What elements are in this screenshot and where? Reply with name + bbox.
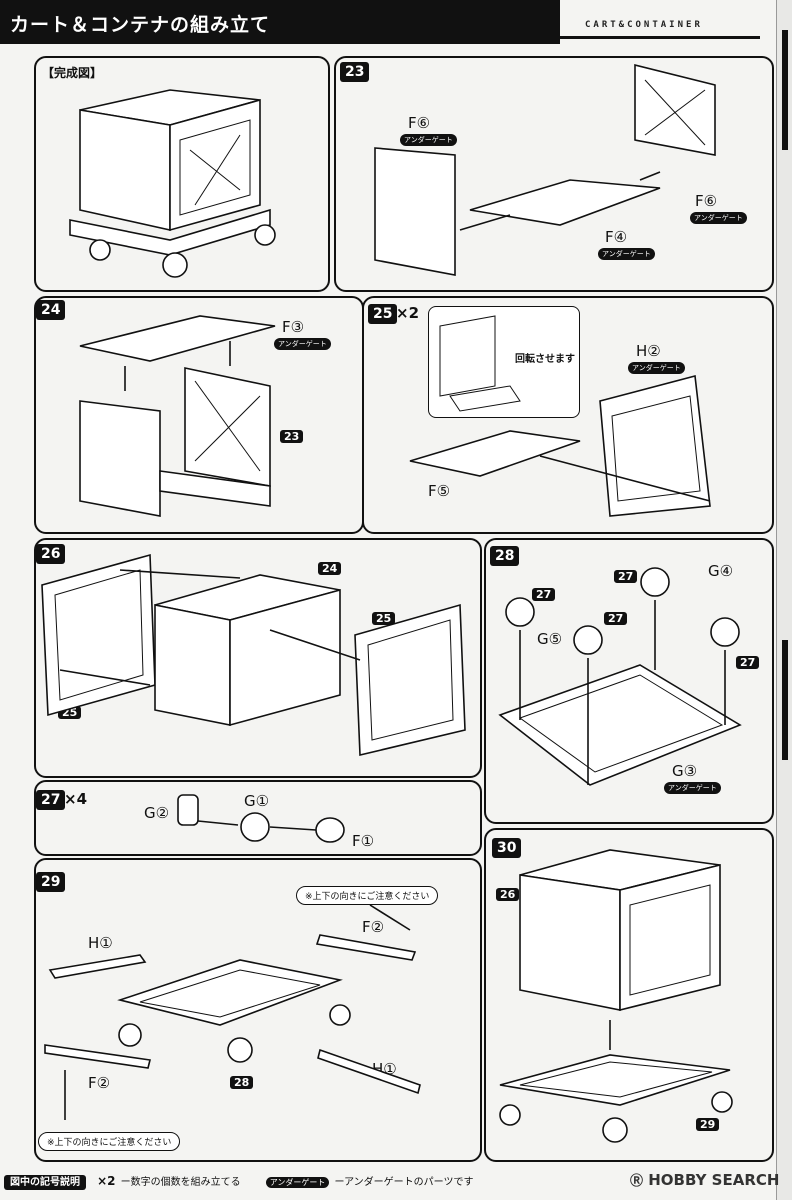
orientation-note: ※上下の向きにご注意ください	[38, 1132, 181, 1151]
edge-tab	[782, 640, 788, 760]
part-label: G①	[244, 792, 270, 810]
part-label: G②	[144, 804, 170, 822]
legend-undergate-badge: アンダーゲート	[265, 1177, 330, 1188]
step-23-illustration	[374, 63, 716, 276]
step-number: 28	[490, 546, 520, 566]
reference-number: 29	[696, 1118, 720, 1131]
page-title: カート＆コンテナの組み立て	[10, 14, 271, 36]
edge-tab	[782, 30, 788, 150]
part-label: F①	[352, 832, 375, 850]
header-bar	[0, 0, 560, 44]
reference-number: 27	[736, 656, 760, 669]
step-number: 26	[36, 544, 66, 564]
step-number: 27	[36, 790, 66, 810]
step-30-illustration	[499, 849, 733, 1143]
header-rule	[560, 36, 760, 39]
part-label: F②	[362, 918, 385, 936]
step-number: 23	[340, 62, 370, 82]
undergate-badge: アンダーゲート	[274, 338, 331, 350]
undergate-badge: アンダーゲート	[690, 212, 747, 224]
orientation-note: ※上下の向きにご注意ください	[296, 886, 439, 905]
reference-number: 26	[496, 888, 520, 901]
step-number: 25	[368, 304, 398, 324]
step-26-illustration	[41, 553, 466, 757]
undergate-badge: アンダーゲート	[628, 362, 685, 374]
part-label: F④	[605, 228, 628, 246]
step-29-illustration	[44, 904, 421, 1120]
multiplier: ×4	[64, 790, 88, 808]
reference-number: 23	[280, 430, 304, 443]
step-25-illustration	[409, 315, 711, 517]
legend-multiplier-text: ー数字の個数を組み立てる	[120, 1177, 241, 1188]
reference-number: 25	[372, 612, 396, 625]
part-label: F③	[282, 318, 305, 336]
part-label: F②	[88, 1074, 111, 1092]
footer-legend: 図中の記号説明 ×2 ー数字の個数を組み立てる アンダーゲート ーアンダーゲート…	[4, 1170, 774, 1192]
part-label: G⑤	[537, 630, 563, 648]
undergate-badge: アンダーゲート	[664, 782, 721, 794]
rotate-text: 回転させます	[515, 354, 575, 365]
part-label: F⑥	[408, 114, 431, 132]
legend-label: 図中の記号説明	[4, 1175, 86, 1190]
step-28-illustration	[498, 567, 742, 786]
step-24-illustration	[79, 315, 276, 517]
reference-number: 27	[614, 570, 638, 583]
part-label: F⑤	[428, 482, 451, 500]
reference-number: 27	[604, 612, 628, 625]
legend-multiplier: ×2	[97, 1174, 116, 1188]
step-27-illustration	[177, 794, 345, 843]
complete-label: 【完成図】	[42, 66, 103, 80]
part-label: H②	[636, 342, 661, 360]
undergate-badge: アンダーゲート	[400, 134, 457, 146]
step-number: 24	[36, 300, 66, 320]
reference-number: 27	[532, 588, 556, 601]
step-number: 30	[492, 838, 522, 858]
multiplier: ×2	[396, 304, 420, 322]
complete-illustration	[69, 89, 276, 278]
rotate-detail-box	[428, 306, 580, 418]
reference-number: 24	[318, 562, 342, 575]
page-subtitle: CART&CONTAINER	[585, 20, 703, 30]
part-label: H①	[88, 934, 113, 952]
watermark: Ⓡ HOBBY SEARCH	[630, 1171, 780, 1189]
legend-undergate-text: ーアンダーゲートのパーツです	[334, 1177, 474, 1188]
page-edge-bar	[776, 0, 792, 1200]
part-label: G③	[672, 762, 698, 780]
part-label: F⑥	[695, 192, 718, 210]
step-number: 29	[36, 872, 66, 892]
reference-number: 28	[230, 1076, 254, 1089]
undergate-badge: アンダーゲート	[598, 248, 655, 260]
part-label: G④	[708, 562, 734, 580]
